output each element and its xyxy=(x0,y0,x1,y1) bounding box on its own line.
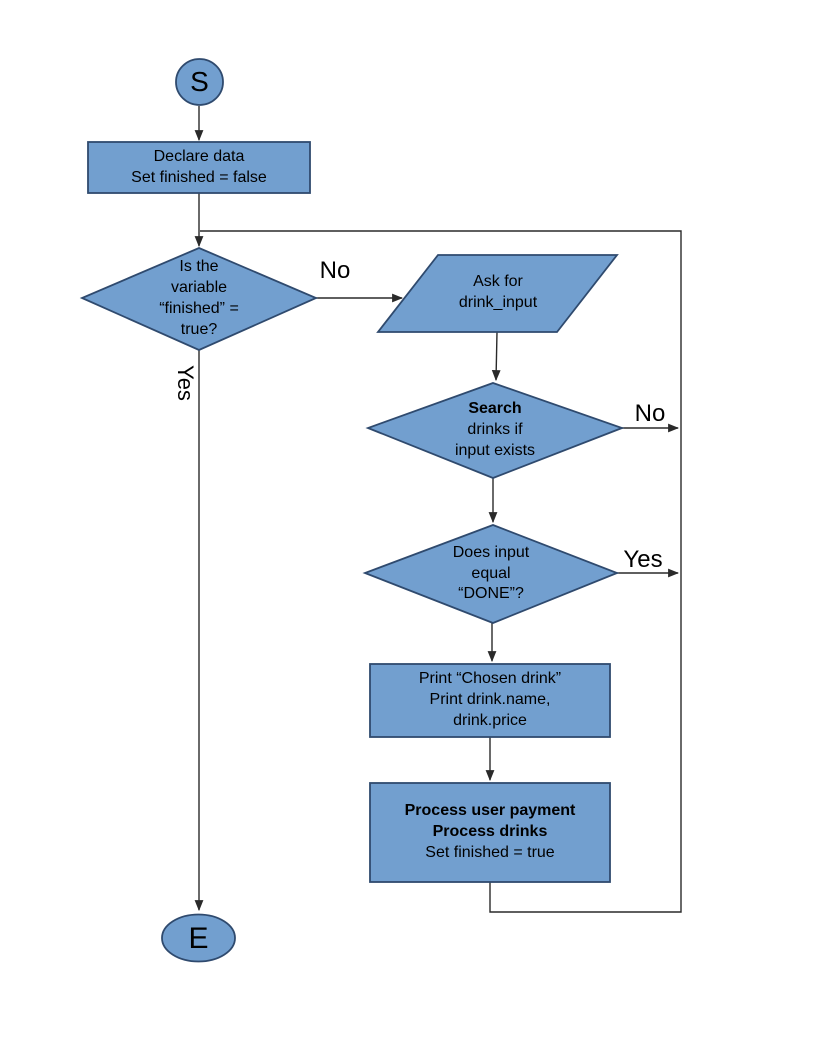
end-terminator-shape xyxy=(161,913,236,963)
done-check-decision-shape xyxy=(362,524,620,624)
ask-input-io-shape xyxy=(376,254,619,333)
finished-check-decision-shape xyxy=(79,247,319,351)
edge-ask-to-search xyxy=(491,331,501,382)
print-drink-process-shape xyxy=(369,663,611,738)
start-terminator-shape xyxy=(175,58,224,106)
search-drinks-decision-shape xyxy=(365,382,625,479)
process-payment-process-shape xyxy=(369,782,611,883)
declare-process-shape xyxy=(87,141,311,194)
edge-loopback xyxy=(200,230,682,913)
